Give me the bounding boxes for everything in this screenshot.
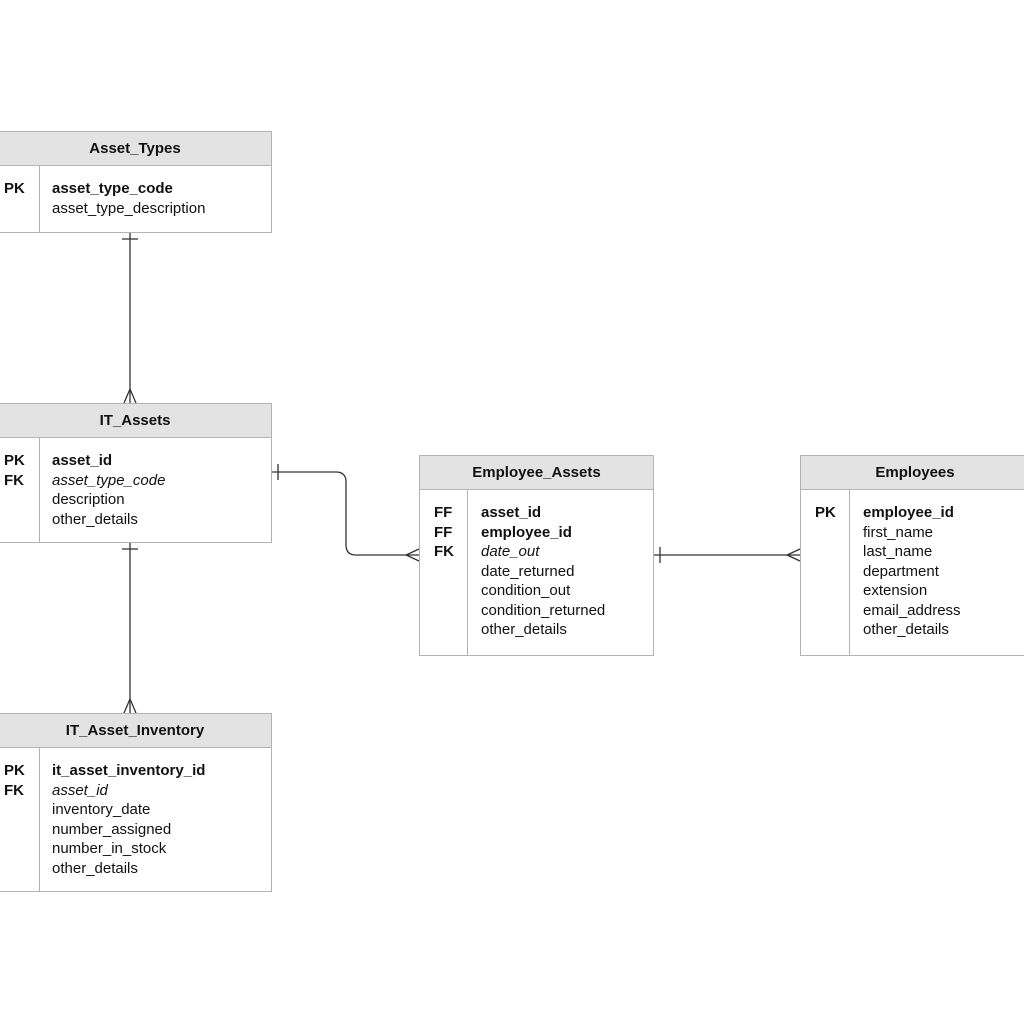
relationship-it-assets-employee-assets — [272, 464, 420, 562]
entity-body: PK asset_type_code asset_type_description — [0, 166, 271, 232]
attribute-email-address: email_address — [863, 601, 961, 619]
relationship-it-assets-inventory — [122, 543, 138, 714]
attribute-last-name: last_name — [863, 543, 933, 560]
key-column: FF FF FK — [420, 490, 468, 655]
attribute-column: employee_id first_name last_name department… — [863, 490, 961, 640]
attribute-condition-out: condition_out — [481, 582, 571, 599]
key-label: FF — [434, 523, 453, 541]
attribute-employee-id: employee_id — [863, 504, 954, 521]
key-label: PK — [4, 762, 25, 779]
attribute-asset-id: asset_id — [481, 504, 542, 521]
entity-title: Employee_Assets — [420, 456, 653, 490]
entity-body: FF FF FK asset_id employee_id date_out date_r… — [420, 490, 653, 655]
attribute-department: department — [863, 562, 939, 580]
attribute-description: description — [52, 491, 125, 508]
attribute-it-asset-inventory-id: it_asset_inventory_id — [52, 762, 206, 779]
key-label: PK — [815, 504, 836, 521]
key-label: FK — [4, 471, 24, 489]
entity-title: IT_Asset_Inventory — [0, 714, 271, 748]
relationship-asset-types-it-assets — [122, 233, 138, 404]
attribute-asset-type-code: asset_type_code — [52, 180, 173, 197]
attribute-asset-id: asset_id — [52, 781, 108, 799]
attribute-other-details: other_details — [52, 510, 138, 528]
relationship-employees-employee-assets — [654, 547, 801, 563]
attribute-employee-id: employee_id — [481, 523, 572, 541]
entity-title: Employees — [801, 456, 1024, 490]
attribute-other-details: other_details — [52, 859, 138, 877]
entity-title: IT_Assets — [0, 404, 271, 438]
attribute-number-in-stock: number_in_stock — [52, 840, 167, 857]
entity-title: Asset_Types — [0, 132, 271, 166]
crows-foot-marker — [404, 548, 420, 562]
attribute-number-assigned: number_assigned — [52, 820, 172, 838]
entity-employee-assets[interactable]: Employee_Assets FF FF FK asset_id employee_… — [419, 455, 654, 656]
attribute-column: asset_id employee_id date_out date_returned… — [481, 490, 605, 640]
attribute-first-name: first_name — [863, 523, 934, 541]
crows-foot-marker — [123, 387, 137, 404]
attribute-condition-returned: condition_returned — [481, 601, 606, 619]
attribute-column: asset_id asset_type_code description other_… — [52, 438, 165, 529]
attribute-asset-id: asset_id — [52, 452, 113, 469]
entity-it-asset-inventory[interactable]: IT_Asset_Inventory PK FK it_asset_invento… — [0, 713, 272, 892]
key-label: FF — [434, 504, 453, 521]
key-column: PK — [0, 166, 40, 232]
key-label: FK — [4, 781, 24, 799]
key-column: PK — [801, 490, 850, 655]
crows-foot-marker — [785, 548, 801, 562]
attribute-date-returned: date_returned — [481, 562, 575, 580]
attribute-column: asset_type_code asset_type_description — [52, 166, 205, 218]
key-label: PK — [4, 452, 25, 469]
attribute-inventory-date: inventory_date — [52, 801, 151, 818]
attribute-column: it_asset_inventory_id asset_id inventory_d… — [52, 748, 205, 878]
attribute-other-details: other_details — [863, 621, 949, 638]
crows-foot-marker — [123, 697, 137, 714]
attribute-date-out: date_out — [481, 543, 540, 560]
attribute-asset-type-code: asset_type_code — [52, 471, 166, 489]
key-column: PK FK — [0, 748, 40, 891]
attribute-other-details: other_details — [481, 621, 567, 638]
key-label: FK — [434, 543, 454, 560]
entity-body: PK FK asset_id asset_type_code description o… — [0, 438, 271, 542]
key-label: PK — [4, 180, 25, 197]
attribute-asset-type-description: asset_type_description — [52, 199, 206, 217]
key-column: PK FK — [0, 438, 40, 542]
attribute-extension: extension — [863, 582, 928, 599]
entity-employees[interactable]: Employees PK employee_id first_name last_n… — [800, 455, 1024, 656]
